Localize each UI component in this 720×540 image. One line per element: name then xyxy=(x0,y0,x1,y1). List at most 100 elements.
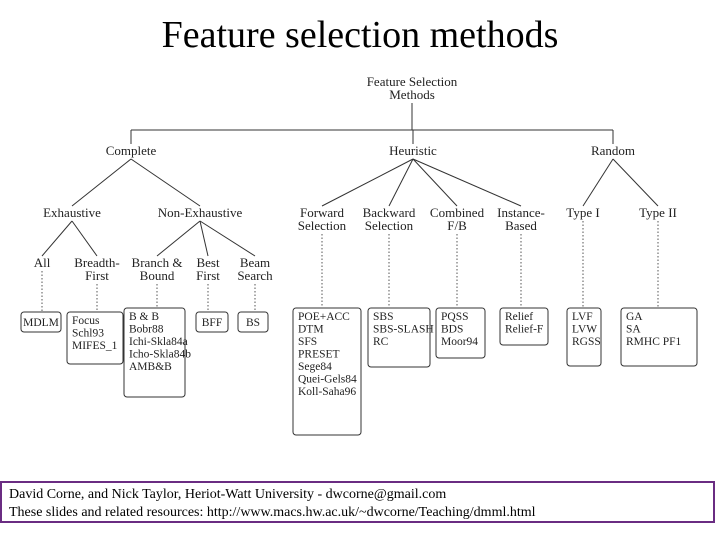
method-label: Icho-Skla84b xyxy=(129,349,191,361)
node-complete: Complete xyxy=(106,143,157,158)
node-random-line: Random xyxy=(591,143,635,158)
node-combined-fb-line: Combined xyxy=(430,205,485,220)
node-all: All xyxy=(34,255,51,270)
node-random: Random xyxy=(591,143,635,158)
box-forward-selection xyxy=(292,307,362,436)
method-label: Relief xyxy=(505,311,533,323)
edge-exhaustive-breadth-first xyxy=(71,220,98,257)
edge-non-exhaustive-branch-bound xyxy=(156,220,201,257)
node-backward-selection-line: Selection xyxy=(365,218,414,233)
box-all xyxy=(20,311,62,333)
node-beam-search-line: Beam xyxy=(240,255,270,270)
method-label: SBS-SLASH xyxy=(373,324,434,336)
box-breadth-first xyxy=(66,311,124,365)
node-forward-selection-line: Forward xyxy=(300,205,345,220)
method-label: B & B xyxy=(129,311,159,323)
method-label: AMB&B xyxy=(129,361,172,373)
method-label: Sege84 xyxy=(298,361,332,373)
node-root-line: Methods xyxy=(389,87,435,102)
method-label: GA xyxy=(626,311,643,323)
box-instance-based xyxy=(499,307,549,346)
node-root-line: Feature Selection xyxy=(367,74,458,89)
method-label: Ichi-Skla84a xyxy=(129,336,188,348)
box-combined-fb xyxy=(435,307,486,359)
method-label: PRESET xyxy=(298,349,340,361)
edge-non-exhaustive-best-first xyxy=(199,220,209,257)
box-branch-bound xyxy=(123,307,186,398)
method-label: RMHC PF1 xyxy=(626,336,682,348)
node-best-first-line: First xyxy=(196,268,220,283)
edge-heuristic-instance-based xyxy=(412,158,522,207)
box-type-i xyxy=(566,307,602,367)
footer-credits: David Corne, and Nick Taylor, Heriot-Wat… xyxy=(0,481,715,523)
edge-heuristic-combined-fb xyxy=(412,158,458,207)
node-instance-based-line: Instance- xyxy=(497,205,545,220)
node-complete-line: Complete xyxy=(106,143,157,158)
box-backward-selection xyxy=(367,307,431,368)
edge-complete-non-exhaustive xyxy=(130,158,201,207)
node-heuristic-line: Heuristic xyxy=(389,143,437,158)
tree-edges xyxy=(41,103,659,312)
method-label: Koll-Saha96 xyxy=(298,386,356,398)
node-type-ii-line: Type II xyxy=(639,205,677,220)
method-label: LVW xyxy=(572,324,597,336)
method-label: BDS xyxy=(441,324,463,336)
node-combined-fb-line: F/B xyxy=(447,218,467,233)
edge-exhaustive-all xyxy=(41,220,73,257)
method-label: MDLM xyxy=(23,317,59,329)
method-label: SFS xyxy=(298,336,317,348)
edge-random-type-ii xyxy=(612,158,659,207)
edge-non-exhaustive-beam-search xyxy=(199,220,256,257)
method-label: LVF xyxy=(572,311,593,323)
footer-line-authors: David Corne, and Nick Taylor, Heriot-Wat… xyxy=(9,487,447,502)
node-breadth-first: Breadth-First xyxy=(74,255,119,283)
node-non-exhaustive-line: Non-Exhaustive xyxy=(158,205,243,220)
node-instance-based: Instance-Based xyxy=(497,205,545,233)
node-branch-bound-line: Branch & xyxy=(132,255,183,270)
footer-line-resources: These slides and related resources: http… xyxy=(9,505,536,520)
node-heuristic: Heuristic xyxy=(389,143,437,158)
method-label: POE+ACC xyxy=(298,311,350,323)
node-all-line: All xyxy=(34,255,51,270)
method-label: Quei-Gels84 xyxy=(298,374,357,386)
method-label: SBS xyxy=(373,311,393,323)
node-exhaustive: Exhaustive xyxy=(43,205,101,220)
box-type-ii xyxy=(620,307,698,367)
node-exhaustive-line: Exhaustive xyxy=(43,205,101,220)
method-label: BS xyxy=(246,317,260,329)
method-label: Moor94 xyxy=(441,336,478,348)
node-backward-selection-line: Backward xyxy=(363,205,416,220)
box-best-first xyxy=(195,311,229,333)
method-label: Relief-F xyxy=(505,324,543,336)
method-label: MIFES_1 xyxy=(72,340,118,352)
node-forward-selection-line: Selection xyxy=(298,218,347,233)
method-label: SA xyxy=(626,324,641,336)
method-label: RC xyxy=(373,336,389,348)
node-type-ii: Type II xyxy=(639,205,677,220)
edge-heuristic-forward-selection xyxy=(321,158,414,207)
method-label: PQSS xyxy=(441,311,469,323)
node-non-exhaustive: Non-Exhaustive xyxy=(158,205,243,220)
node-instance-based-line: Based xyxy=(505,218,537,233)
node-breadth-first-line: First xyxy=(85,268,109,283)
method-label: BFF xyxy=(202,317,222,329)
node-type-i: Type I xyxy=(566,205,599,220)
node-best-first-line: Best xyxy=(196,255,220,270)
method-label: Bobr88 xyxy=(129,324,164,336)
edge-random-type-i xyxy=(582,158,614,207)
node-branch-bound: Branch &Bound xyxy=(132,255,183,283)
method-label: DTM xyxy=(298,324,324,336)
box-beam-search xyxy=(237,311,269,333)
method-label: Schl93 xyxy=(72,328,104,340)
node-branch-bound-line: Bound xyxy=(140,268,175,283)
edge-complete-exhaustive xyxy=(71,158,132,207)
method-label: RGSS xyxy=(572,336,601,348)
